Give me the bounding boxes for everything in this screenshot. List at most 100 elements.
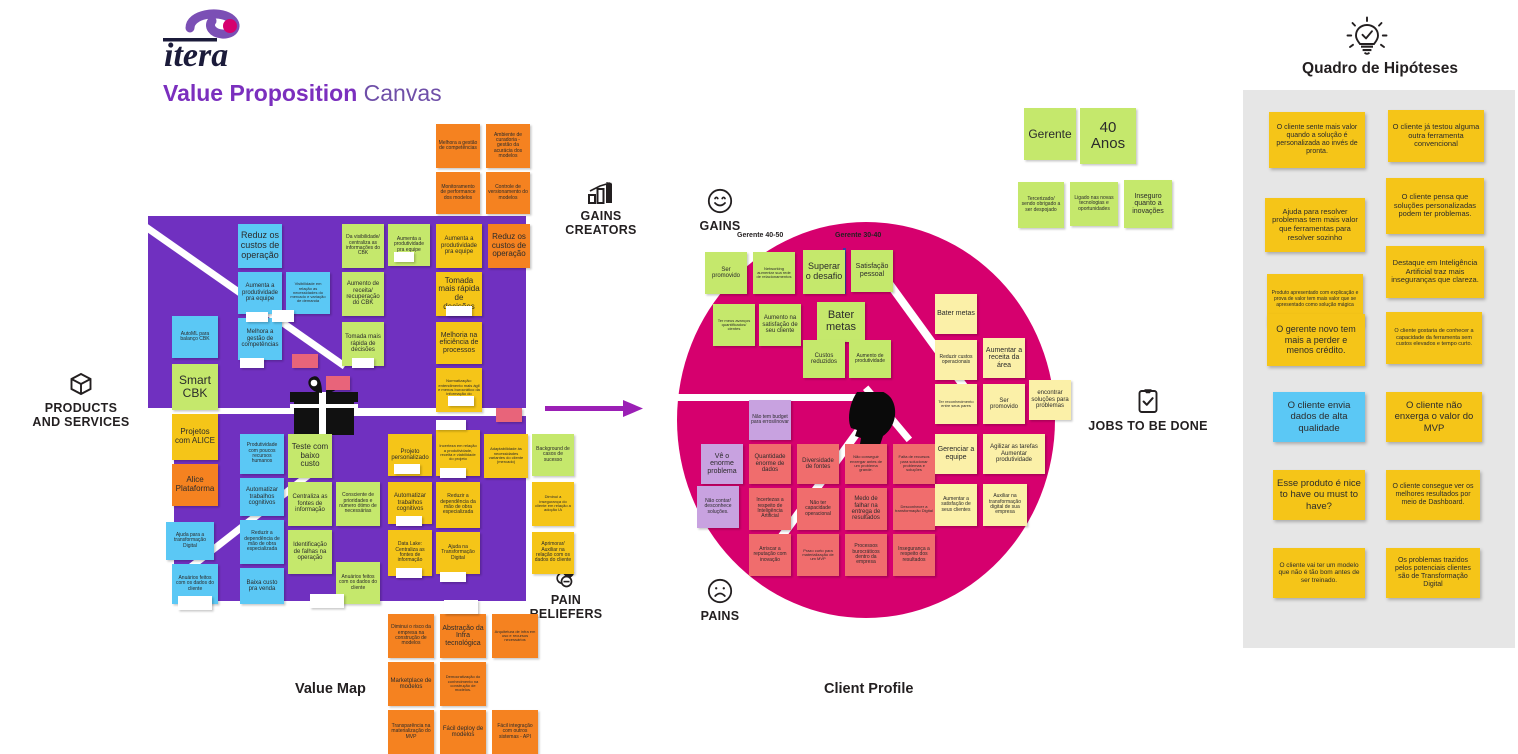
note-client-job[interactable]: Ter reconhecimento entre seus pares — [935, 384, 977, 424]
note-hypothesis[interactable]: O cliente pensa que soluções personaliza… — [1386, 178, 1484, 234]
note-pain-reliever-bottom[interactable]: Arquitetura de infra em uso e recursos n… — [492, 614, 538, 658]
note-pain-reliever-bottom[interactable]: Democratização do conhecimento na constr… — [440, 662, 486, 706]
note-gain-creator-top[interactable]: Ambiente de curadoria - gestão da acurác… — [486, 124, 530, 168]
note-annotation-white[interactable] — [394, 464, 420, 474]
note-annotation-white[interactable] — [448, 396, 474, 406]
note-hypothesis[interactable]: O cliente gostaria de conhecer a capacid… — [1386, 312, 1482, 364]
note-client-job[interactable]: Ser promovido — [983, 384, 1025, 424]
note-annotation-white[interactable] — [396, 568, 422, 578]
note-hypothesis[interactable]: Os problemas trazidos pelos potenciais c… — [1386, 548, 1480, 598]
note-hypothesis[interactable]: O cliente vai ter um modelo que não é tã… — [1273, 548, 1365, 598]
note-client-gain[interactable]: Aumento na satisfação de seu cliente — [759, 304, 801, 346]
note-client-gain[interactable]: Satisfação pessoal — [851, 250, 893, 292]
note-pain-reliever[interactable]: Produtividade com poucos recursos humano… — [240, 434, 284, 474]
note-client-pain[interactable]: Prazo curto para materialização de um MV… — [797, 534, 839, 576]
note-client-pain[interactable]: Não tem budget para erros/inovar — [749, 400, 791, 440]
note-pain-reliever-bottom[interactable]: Fácil integração com outros sistemas - A… — [492, 710, 538, 754]
note-annotation-pink[interactable] — [326, 376, 350, 390]
note-annotation-white[interactable] — [446, 306, 472, 316]
note-client-pain[interactable]: Não conseguir enxergar antes de um probl… — [845, 444, 887, 484]
note-product-service[interactable]: Alice Plataforma — [172, 464, 218, 506]
note-client-gain[interactable]: Bater metas — [817, 302, 865, 342]
note-client-gain[interactable]: Networking aumentar sua rede de relacion… — [753, 252, 795, 294]
note-hypothesis[interactable]: O cliente não enxerga o valor do MVP — [1386, 392, 1482, 442]
note-hypothesis[interactable]: O gerente novo tem mais a perder e menos… — [1267, 314, 1365, 366]
note-annotation-white[interactable] — [272, 310, 294, 322]
note-product-service[interactable]: Projetos com ALICE — [172, 414, 218, 460]
note-pain-reliever-bottom[interactable]: Fácil deploy de modelos — [440, 710, 486, 754]
note-gain-creator[interactable]: Reduz os custos de operação — [488, 224, 530, 268]
note-persona[interactable]: Ligado nas novas tecnologias e oportunid… — [1070, 182, 1118, 226]
note-client-pain[interactable]: Falta de recursos para solucionar proble… — [893, 444, 935, 484]
note-gain-creator[interactable]: Reduz os custos de operação — [238, 224, 282, 268]
note-annotation-white[interactable] — [240, 358, 264, 368]
hypotheses-board[interactable]: O cliente sente mais valor quando a solu… — [1243, 90, 1515, 648]
note-gain-creator[interactable]: Aumenta a produtividade pra equipe — [436, 224, 482, 268]
note-client-pain[interactable]: Não contar/ desconhece soluções. — [697, 486, 739, 528]
note-annotation-white[interactable] — [436, 420, 466, 430]
note-gain-creator[interactable]: Aumento de receita/ recuperação do CBK — [342, 272, 384, 316]
note-pain-reliever[interactable]: Centraliza as fontes de informação — [288, 482, 332, 526]
note-client-gain[interactable]: Ser promovido — [705, 252, 747, 294]
note-product-service[interactable]: AutoML para balanço CBK — [172, 316, 218, 358]
note-persona[interactable]: Inseguro quanto a inovações — [1124, 180, 1172, 228]
note-gain-creator[interactable]: Da visibilidade/ centraliza as informaçõ… — [342, 224, 384, 268]
note-pain-reliever[interactable]: Identificação de falhas na operação — [288, 530, 332, 574]
note-gain-creator[interactable]: Visibilidade em relação as necessidades … — [286, 272, 330, 314]
note-persona[interactable]: 40 Anos — [1080, 108, 1136, 164]
note-pain-reliever-bottom[interactable]: Diminui o risco da empresa na construção… — [388, 614, 434, 658]
note-pain-reliever[interactable]: Ajuda na Transformação Digital — [436, 532, 480, 574]
note-client-job[interactable]: encontrar soluções para problemas — [1029, 380, 1071, 420]
note-client-job[interactable]: Auxiliar na transformação digital de sua… — [983, 484, 1027, 526]
note-client-gain[interactable]: Superar o desafio — [803, 250, 845, 294]
note-annotation-white[interactable] — [440, 468, 466, 478]
note-hypothesis[interactable]: Ajuda para resolver problemas tem mais v… — [1265, 198, 1365, 252]
note-pain-reliever[interactable]: Background de casos de sucesso — [532, 434, 574, 476]
note-annotation-white[interactable] — [246, 312, 268, 322]
note-client-pain[interactable]: Arriscar a reputação com inovação — [749, 534, 791, 576]
note-hypothesis[interactable]: O cliente já testou alguma outra ferrame… — [1388, 110, 1484, 162]
note-hypothesis[interactable]: Destaque em Inteligência Artificial traz… — [1386, 246, 1484, 298]
note-gain-creator[interactable]: Melhora a gestão de competências — [238, 318, 282, 360]
note-client-job[interactable]: Reduzir custos operacionais — [935, 340, 977, 380]
note-annotation-white[interactable] — [394, 252, 414, 262]
note-pain-reliever-bottom[interactable]: Marketplace de modelos — [388, 662, 434, 706]
note-client-job[interactable]: Gerenciar a equipe — [935, 434, 977, 474]
note-client-pain[interactable]: Processos burocráticos dentro da empresa — [845, 534, 887, 576]
note-client-job[interactable]: Agilizar as tarefas Aumentar produtivida… — [983, 434, 1045, 474]
note-annotation-white[interactable] — [444, 600, 478, 614]
note-hypothesis[interactable]: O cliente consegue ver os melhores resul… — [1386, 470, 1480, 520]
note-persona[interactable]: Tercerizado/ sendo obrigado a ser despoj… — [1018, 182, 1064, 228]
note-client-pain[interactable]: Insegurança a respeito dos resultados — [893, 534, 935, 576]
note-pain-reliever[interactable]: Reduzir a dependência de mão de obra esp… — [240, 520, 284, 564]
note-pain-reliever[interactable]: Consciente de prioridades e número ótimo… — [336, 482, 380, 526]
note-gain-creator-top[interactable]: Melhora a gestão de competências — [436, 124, 480, 168]
note-product-service[interactable]: Ajuda para a transformação Digital — [166, 522, 214, 560]
note-pain-reliever[interactable]: Diminui a insegurança do cliente em rela… — [532, 482, 574, 526]
note-annotation-white[interactable] — [310, 594, 344, 608]
note-pain-reliever[interactable]: Teste com baixo custo — [288, 434, 332, 478]
note-pain-reliever[interactable]: Reduzir a dependência da mão de obra esp… — [436, 482, 480, 528]
note-annotation-white[interactable] — [440, 572, 466, 582]
note-client-pain[interactable]: Medo de falhar na entrega de resultados — [845, 488, 887, 530]
note-pain-reliever-bottom[interactable]: Abstração da Infra tecnológica — [440, 614, 486, 658]
note-gain-creator[interactable]: Melhoria na eficiência de processos — [436, 322, 482, 364]
note-client-pain[interactable]: Não ter capacidade operacional — [797, 488, 839, 530]
note-client-pain[interactable]: Vê o enorme problema — [701, 444, 743, 484]
note-client-gain[interactable]: Ter meus avanços quantificados/ cientes — [713, 304, 755, 346]
note-client-pain[interactable]: Incertezas a respeito de Inteligência Ar… — [749, 488, 791, 530]
note-gain-creator-top[interactable]: Monitoramento de performance dos modelos — [436, 172, 480, 214]
note-pain-reliever[interactable]: Aprimorar/ Auxiliar na relação com os da… — [532, 532, 574, 574]
note-gain-creator[interactable]: Aumenta a produtividade pra equipe — [238, 272, 282, 314]
note-client-pain[interactable]: Desconhecer a transformação Digital — [893, 488, 935, 530]
note-client-pain[interactable]: Quantidade enorme de dados — [749, 444, 791, 484]
note-hypothesis[interactable]: Esse produto é nice to have ou must to h… — [1273, 470, 1365, 520]
note-gain-creator-top[interactable]: Controle de versionamento do modelos — [486, 172, 530, 214]
note-pain-reliever[interactable]: Automatizar trabalhos cognitivos — [240, 478, 284, 516]
note-client-pain[interactable]: Diversidade de fontes — [797, 444, 839, 484]
note-client-gain[interactable]: Aumento de produtividade — [849, 340, 891, 378]
note-annotation-pink[interactable] — [292, 354, 318, 368]
note-hypothesis[interactable]: O cliente envia dados de alta qualidade — [1273, 392, 1365, 442]
